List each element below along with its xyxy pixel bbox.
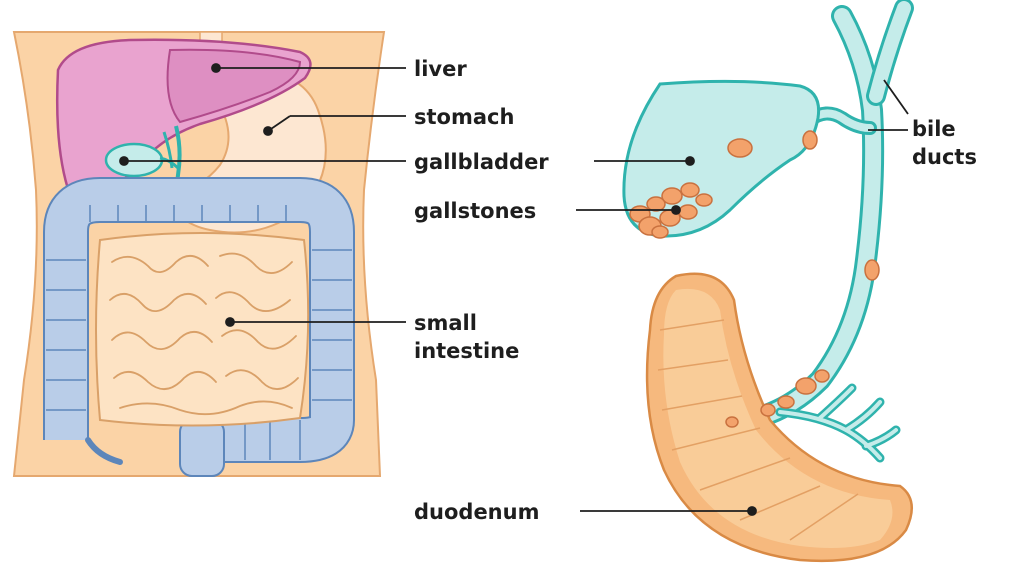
label-small-intestine-2: intestine — [414, 339, 519, 363]
label-gallbladder: gallbladder — [414, 150, 549, 174]
gallbladder-large — [622, 79, 821, 238]
label-stomach: stomach — [414, 105, 514, 129]
label-gallstones: gallstones — [414, 199, 536, 223]
small-intestine-shape — [95, 232, 310, 427]
label-duodenum: duodenum — [414, 500, 539, 524]
label-small-intestine-1: small — [414, 311, 477, 335]
labels: liver stomach gallbladder gallstones sma… — [414, 57, 977, 524]
label-bile-ducts-1: bile — [912, 117, 956, 141]
duodenum-shape — [645, 272, 913, 563]
colon-shape — [43, 177, 355, 477]
label-liver: liver — [414, 57, 467, 81]
bile-ducts-shape — [739, 0, 914, 463]
leader-lines — [119, 63, 909, 516]
gallstones-cluster — [629, 130, 880, 428]
label-bile-ducts-2: ducts — [912, 145, 977, 169]
leader-bile-ducts-1 — [883, 79, 909, 115]
